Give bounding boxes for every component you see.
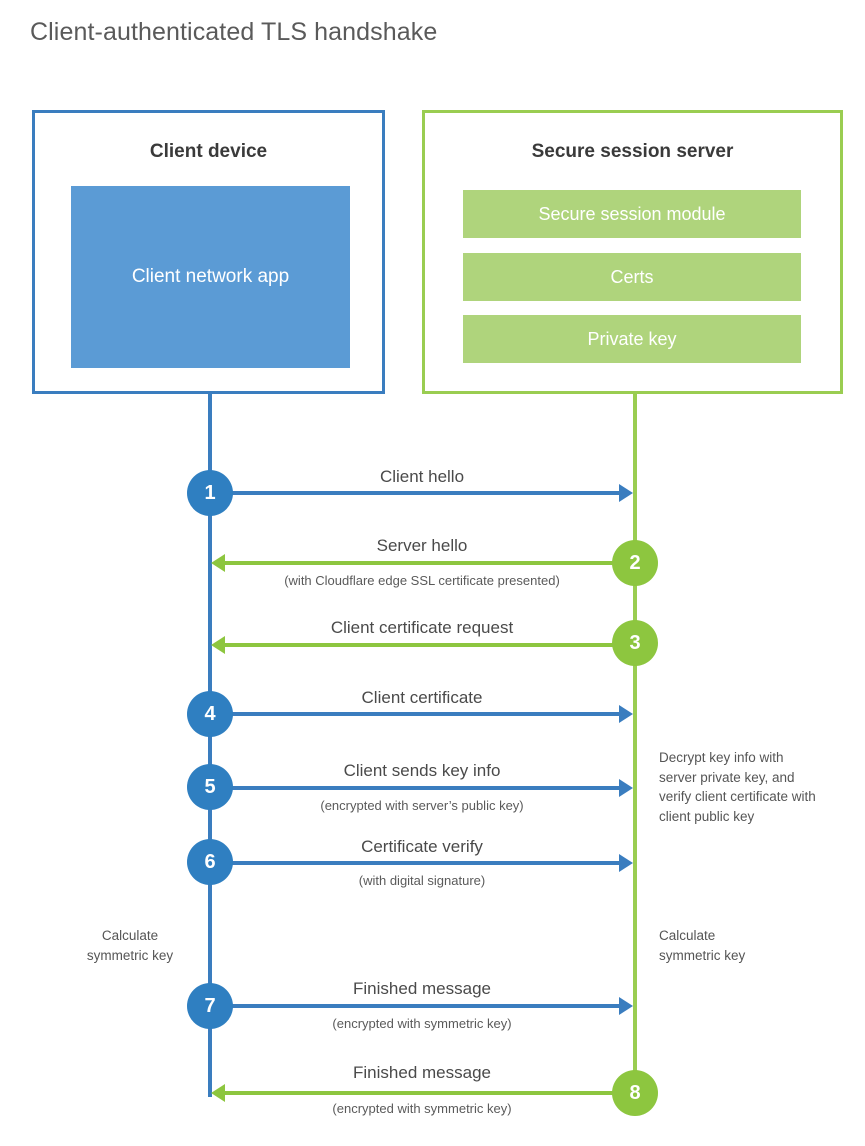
step-4-arrow xyxy=(210,705,633,723)
page-title: Client-authenticated TLS handshake xyxy=(30,18,438,46)
arrowhead-icon xyxy=(211,636,225,654)
step-7-sublabel: (encrypted with symmetric key) xyxy=(332,1016,512,1031)
step-8-arrow xyxy=(211,1084,635,1102)
arrowhead-icon xyxy=(619,705,633,723)
step-5-label: Client sends key info xyxy=(343,761,501,780)
step-3-label: Client certificate request xyxy=(330,618,514,637)
server-calculate-annotation: Calculate symmetric key xyxy=(659,928,746,963)
client-device-box: Client device Client network app xyxy=(32,110,385,394)
arrowhead-icon xyxy=(211,1084,225,1102)
step-2-circle: 2 xyxy=(612,540,658,586)
arrowhead-icon xyxy=(619,484,633,502)
step-4-label: Client certificate xyxy=(361,688,483,707)
step-3-arrow xyxy=(211,636,635,654)
step-1-arrow xyxy=(210,484,633,502)
secure-session-server-box: Secure session server Secure session mod… xyxy=(422,110,843,394)
step-7-circle: 7 xyxy=(187,983,233,1029)
step-6-label: Certificate verify xyxy=(361,837,483,856)
step-1-label: Client hello xyxy=(379,467,465,486)
server-bar-certs: Certs xyxy=(463,253,801,301)
server-bar-secure-session-module: Secure session module xyxy=(463,190,801,238)
step-2-label: Server hello xyxy=(376,536,468,555)
step-6-circle: 6 xyxy=(187,839,233,885)
server-bar-private-key: Private key xyxy=(463,315,801,363)
client-network-app-block: Client network app xyxy=(71,186,350,368)
client-device-title: Client device xyxy=(149,141,268,162)
step-1-circle: 1 xyxy=(187,470,233,516)
step-3-circle: 3 xyxy=(612,620,658,666)
step-4-circle: 4 xyxy=(187,691,233,737)
arrowhead-icon xyxy=(619,779,633,797)
client-calculate-annotation: Calculate symmetric key xyxy=(86,928,174,963)
step-8-sublabel: (encrypted with symmetric key) xyxy=(332,1101,512,1116)
step-8-label: Finished message xyxy=(353,1063,491,1082)
step-6-arrow xyxy=(210,854,633,872)
step-2-sublabel: (with Cloudflare edge SSL certificate pr… xyxy=(284,573,560,588)
step-5-arrow xyxy=(210,779,633,797)
arrowhead-icon xyxy=(619,997,633,1015)
step-6-sublabel: (with digital signature) xyxy=(358,873,486,888)
arrowhead-icon xyxy=(211,554,225,572)
step-5-sublabel: (encrypted with server’s public key) xyxy=(320,798,524,813)
server-lifeline xyxy=(633,393,637,1093)
step-7-label: Finished message xyxy=(353,979,491,998)
step-5-circle: 5 xyxy=(187,764,233,810)
step-7-arrow xyxy=(210,997,633,1015)
server-decrypt-annotation: Decrypt key info with server private key… xyxy=(659,750,816,824)
secure-session-server-title: Secure session server xyxy=(531,141,734,162)
arrowhead-icon xyxy=(619,854,633,872)
step-8-circle: 8 xyxy=(612,1070,658,1116)
step-2-arrow xyxy=(211,554,635,572)
client-lifeline xyxy=(208,393,212,1097)
